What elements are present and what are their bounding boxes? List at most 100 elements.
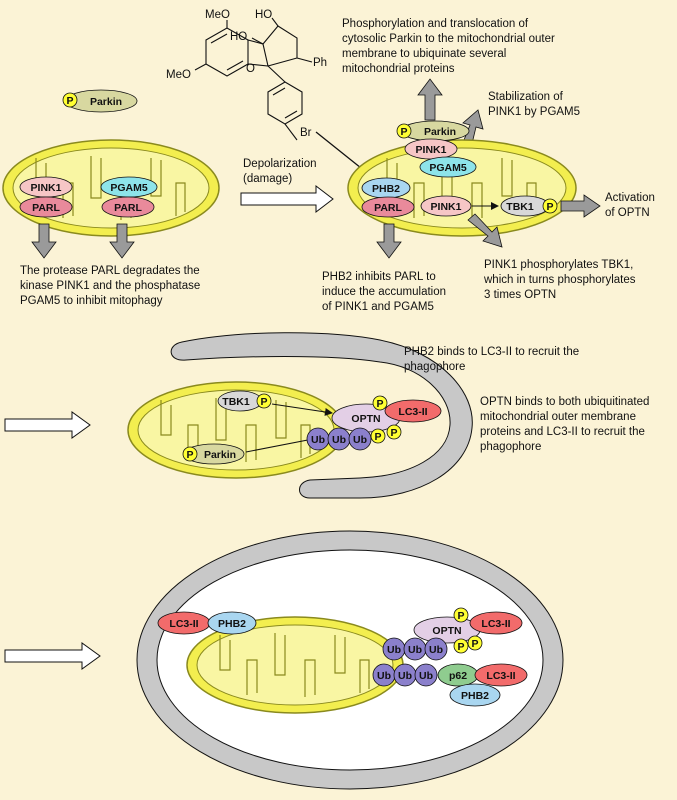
- ho-top-label: HO: [255, 9, 272, 21]
- caption-line: which in turns phosphorylates: [483, 274, 636, 286]
- ub-label: Ub: [377, 670, 391, 682]
- phospho-parkin: Parkin P: [182, 443, 245, 465]
- tbk1-caption: PINK1 phosphorylates TBK1, which in turn…: [483, 259, 639, 301]
- tbk1-protein: TBK1 P: [500, 195, 558, 217]
- parl-protein-2: PARL: [101, 196, 155, 218]
- phospho-label: P: [260, 396, 267, 408]
- ub-label: Ub: [353, 434, 367, 446]
- ph-label: Ph: [313, 57, 327, 69]
- svg-text:Depolarization (damage): Depolarization (damage): [243, 158, 320, 185]
- phb2-protein: PHB2: [361, 177, 411, 199]
- parl-protein: PARL: [361, 196, 415, 218]
- lc3-left: LC3-II: [157, 611, 211, 635]
- pgam5-protein: PGAM5: [100, 176, 158, 198]
- pink1-protein: PINK1: [19, 176, 73, 198]
- lc3-label: LC3-II: [481, 618, 510, 630]
- ubiquitin-chain: Ub Ub Ub: [306, 427, 372, 451]
- phagophore-caption: PHB2 binds to LC3-II to recruit the phag…: [404, 346, 582, 373]
- caption-line: proteins and LC3-II to recruit the: [480, 426, 645, 438]
- caption-line: The protease PARL degradates the: [20, 265, 200, 277]
- phospho-label: P: [374, 431, 381, 443]
- pink1-label: PINK1: [431, 201, 462, 213]
- phb2-lower: PHB2: [449, 683, 501, 707]
- o-label: O: [246, 63, 255, 75]
- hollow-right-arrow: [240, 184, 334, 214]
- compound-labels: MeO MeO HO HO O Ph Br: [166, 9, 327, 139]
- caption-line: membrane to ubiquinate several: [342, 48, 506, 60]
- caption-line: 3 times OPTN: [484, 289, 556, 301]
- caption-line: mitochondrial outer membrane: [480, 411, 636, 423]
- parkin-label: Parkin: [204, 449, 236, 461]
- caption-line: cytosolic Parkin to the mitochondrial ou…: [342, 33, 555, 45]
- p62-protein: p62: [437, 663, 479, 687]
- phospho-label: P: [546, 201, 553, 213]
- optn-caption: OPTN binds to both ubiquitinated mitocho…: [480, 396, 653, 453]
- mitochondrion-4: [186, 616, 404, 714]
- hollow-right-arrow-4: [4, 642, 101, 670]
- caption-line: PGAM5 to inhibit mitophagy: [20, 295, 163, 307]
- parl-protein: PARL: [19, 196, 73, 218]
- pink1-top: PINK1: [404, 138, 458, 160]
- phb2-label: PHB2: [372, 183, 400, 195]
- phospho-label: P: [390, 427, 397, 439]
- phospho-optn: P P P: [370, 395, 402, 444]
- parkin-label: Parkin: [424, 126, 456, 138]
- lc3-upper-right: LC3-II: [469, 611, 523, 635]
- lc3-label: LC3-II: [169, 618, 198, 630]
- ub-label: Ub: [419, 670, 433, 682]
- phospho-label: P: [457, 641, 464, 653]
- caption-line: kinase PINK1 and the phosphatase: [20, 280, 200, 292]
- phb2-label: PHB2: [461, 690, 489, 702]
- caption-line: PINK1 by PGAM5: [488, 106, 580, 118]
- phospho-label: P: [186, 449, 193, 461]
- translocation-caption: Phosphorylation and translocation of cyt…: [342, 18, 558, 75]
- lc3-lower-right: LC3-II: [474, 663, 528, 687]
- tbk1-label: TBK1: [222, 396, 250, 408]
- ub-label: Ub: [332, 434, 346, 446]
- ubiquitin-chain-upper: Ub Ub Ub: [382, 637, 448, 661]
- pink1-protein: PINK1: [420, 195, 472, 217]
- p62-label: p62: [449, 670, 467, 682]
- caption-line: Phosphorylation and translocation of: [342, 18, 529, 30]
- caption-line: PINK1 phosphorylates TBK1,: [484, 259, 633, 271]
- ubiquitin-chain-lower: Ub Ub Ub: [372, 663, 438, 687]
- pgam5-label: PGAM5: [429, 162, 467, 174]
- caption-line: phagophore: [404, 361, 465, 373]
- meo-top-label: MeO: [205, 9, 230, 21]
- stabilization-caption: Stabilization of PINK1 by PGAM5: [488, 91, 580, 118]
- ub-label: Ub: [311, 434, 325, 446]
- phagophore: [170, 332, 473, 499]
- caption-line: PHB2 inhibits PARL to: [322, 271, 436, 283]
- ub-label: Ub: [387, 644, 401, 656]
- caption-line: of PINK1 and PGAM5: [322, 301, 434, 313]
- meo-bottom-label: MeO: [166, 69, 191, 81]
- ub-label: Ub: [429, 644, 443, 656]
- pgam5-protein: PGAM5: [419, 156, 477, 178]
- tbk1-protein: TBK1 P: [217, 390, 272, 412]
- lc3-label: LC3-II: [486, 670, 515, 682]
- phb2-left: PHB2: [207, 611, 257, 635]
- diagonal-down-arrow: [467, 213, 503, 248]
- pink1-label: PINK1: [416, 144, 447, 156]
- parkin-label: Parkin: [90, 96, 122, 108]
- lc3-label: LC3-II: [398, 406, 427, 418]
- panel-4: LC3-II PHB2 OPTN LC3-II P P P Ub Ub: [4, 530, 564, 790]
- ub-label: Ub: [398, 670, 412, 682]
- caption-line: mitochondrial proteins: [342, 63, 455, 75]
- pink1-label: PINK1: [31, 182, 62, 194]
- down-arrow-parl: [376, 223, 402, 259]
- parkin-to-ub-arrow: [245, 435, 319, 453]
- caption-line: phagophore: [480, 441, 541, 453]
- phospho-label: P: [471, 638, 478, 650]
- ub-label: Ub: [408, 644, 422, 656]
- optn-label: OPTN: [351, 413, 380, 425]
- activation-caption: Activation of OPTN: [605, 192, 658, 219]
- panel1-caption: The protease PARL degradates the kinase …: [20, 265, 204, 307]
- pgam5-label: PGAM5: [110, 182, 148, 194]
- parl2-label: PARL: [114, 202, 142, 214]
- caption-line: Activation: [605, 192, 655, 204]
- panel-3: PHB2 binds to LC3-II to recruit the phag…: [4, 332, 653, 499]
- tbk1-label: TBK1: [506, 201, 534, 213]
- br-label: Br: [300, 127, 312, 139]
